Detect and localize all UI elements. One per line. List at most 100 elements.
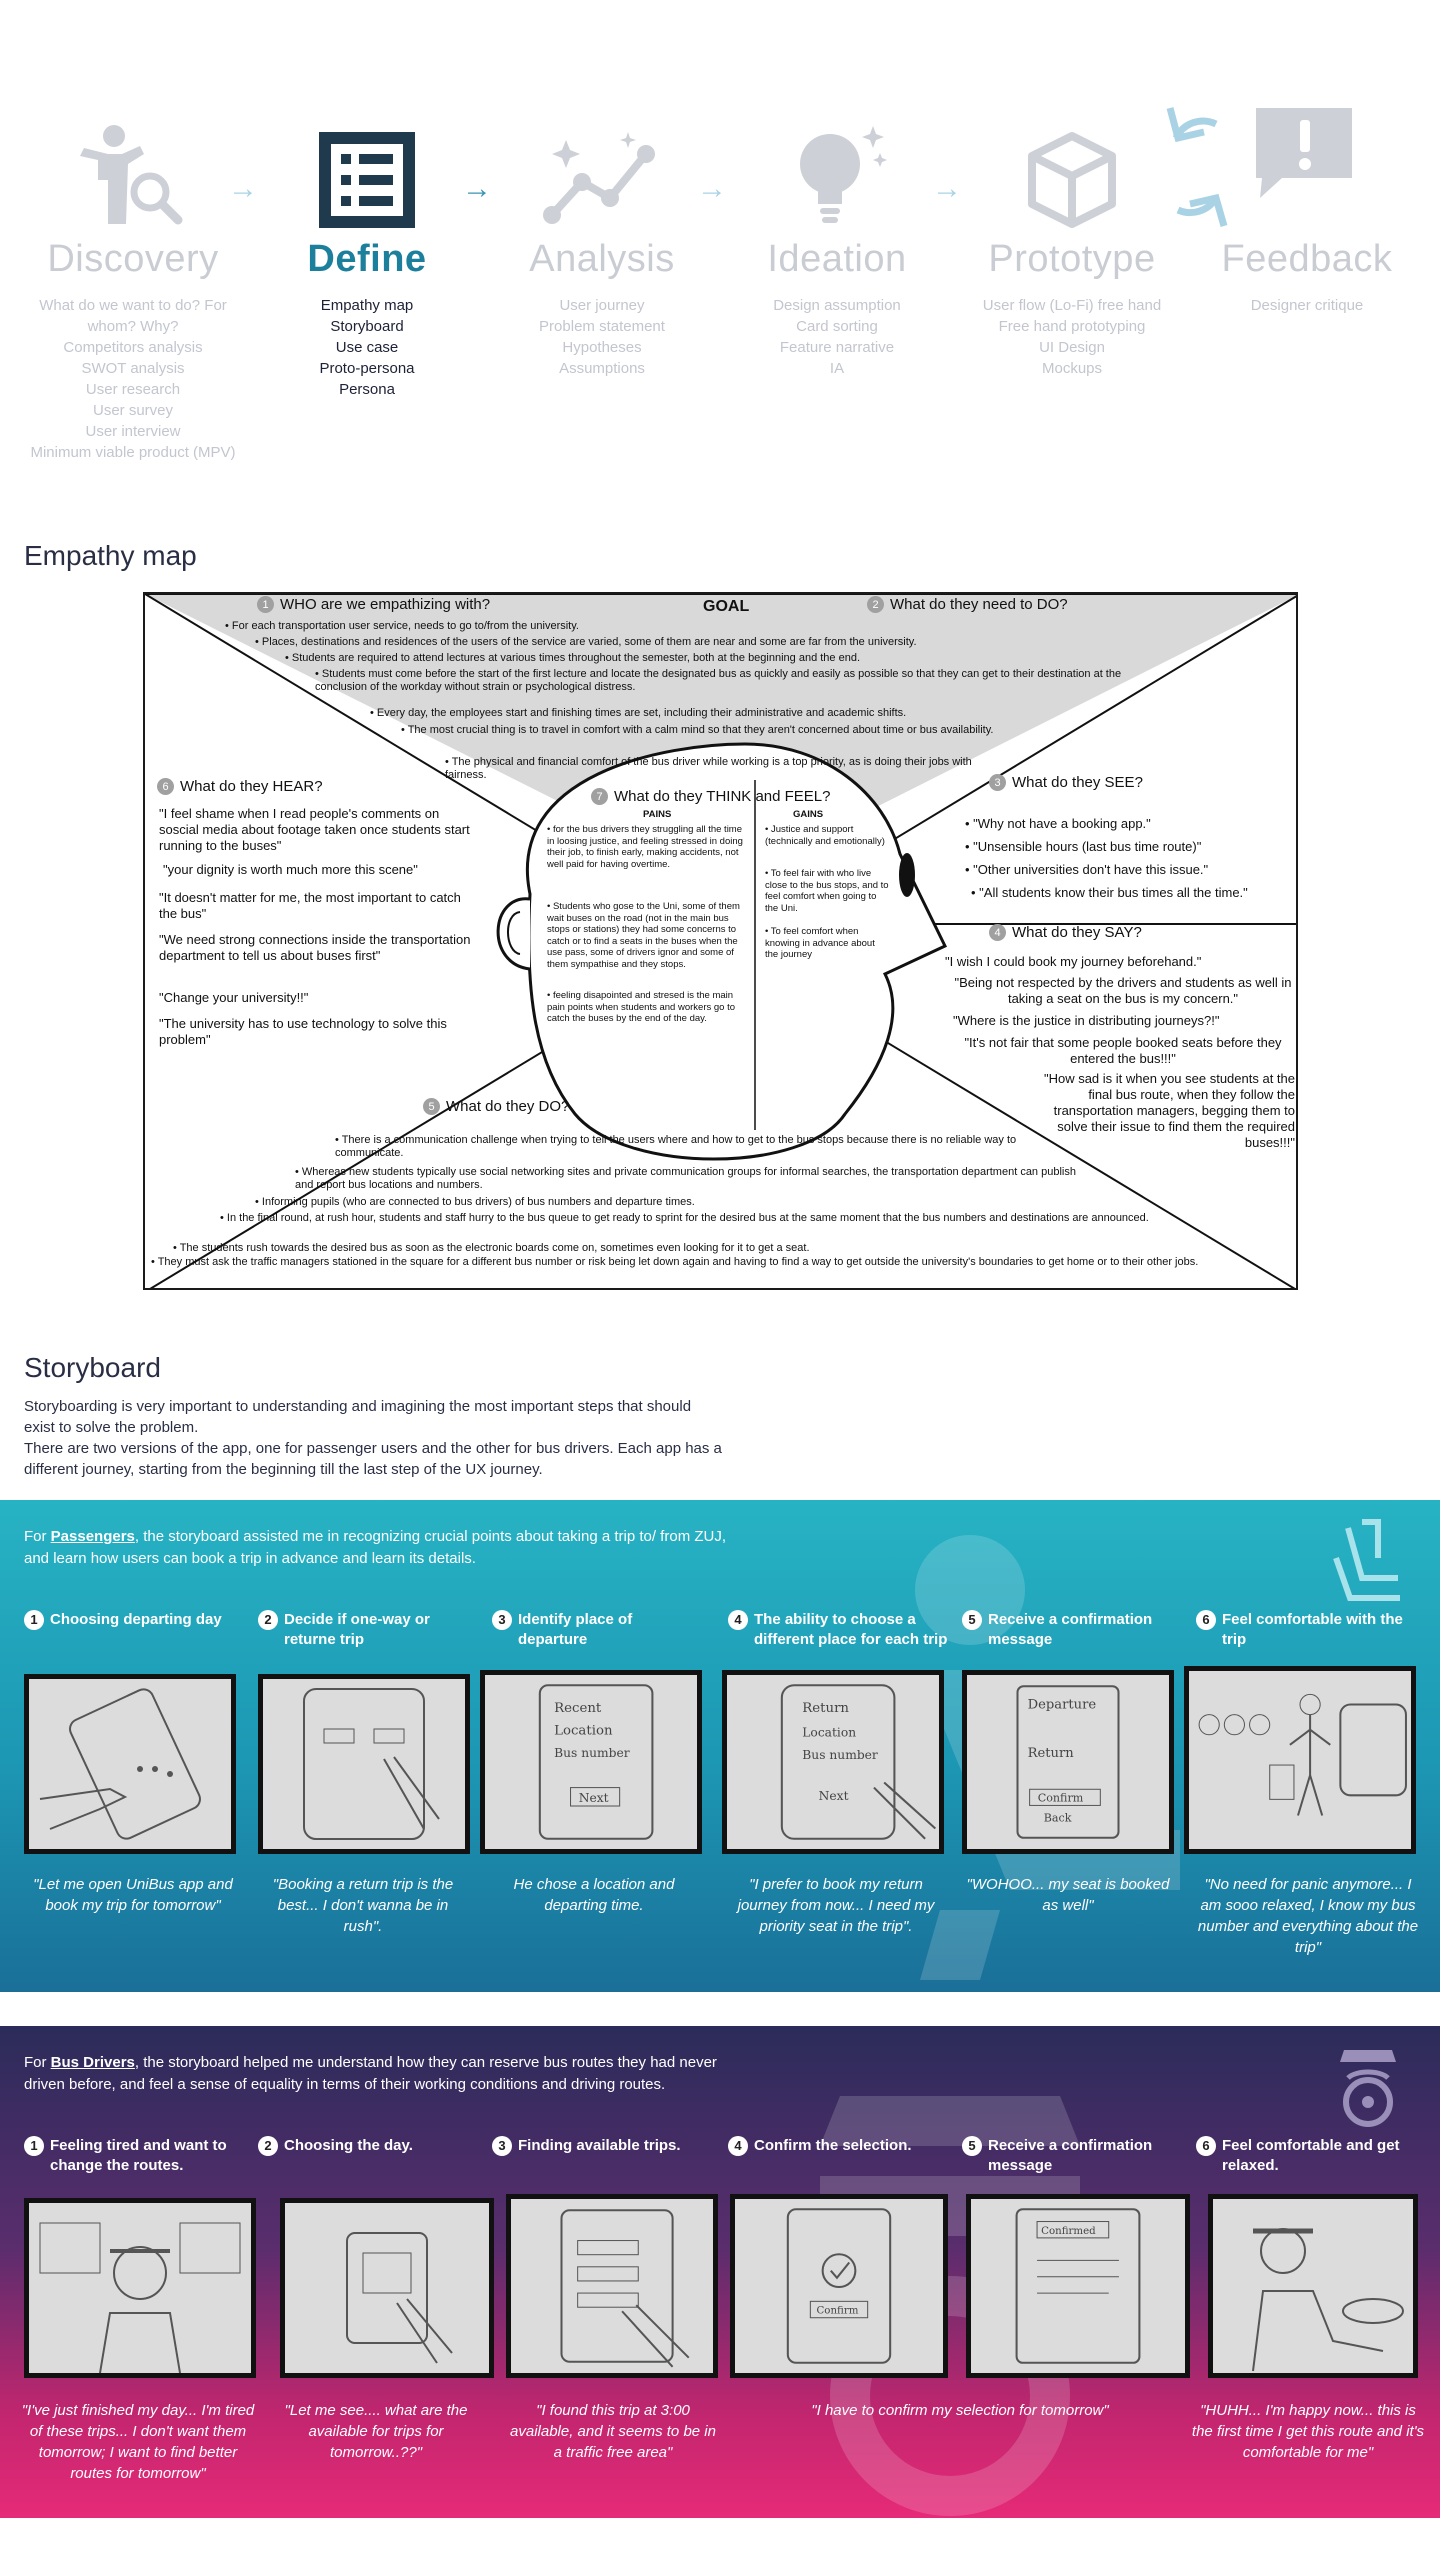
step-number: 4 [728,2136,748,2156]
passenger-seat-icon [1333,1519,1400,1601]
sketch-tablet-hand [39,1688,201,1840]
say-quote: "Being not respected by the drivers and … [954,975,1292,1006]
step-label: Choosing departing day [50,1611,222,1628]
arrow-icon: → [228,172,258,205]
step-number: 6 [1196,2136,1216,2156]
arrow-icon: → [697,172,727,205]
think-heading: 7 What do they THINK and FEEL? [591,788,831,805]
intro-rest: , the storyboard assisted me in recogniz… [24,1528,727,1567]
sketch-tired-driver [39,2222,241,2374]
svg-text:Location: Location [554,1723,613,1738]
svg-text:Next: Next [819,1789,849,1803]
number-badge: 3 [989,774,1006,791]
hear-quote: "I feel shame when I read people's comme… [159,806,470,853]
do-bullet: • Informing pupils (who are connected to… [255,1196,695,1208]
step-number: 3 [492,2136,512,2156]
step-prototype: Prototype User flow (Lo-Fi) free hand Fr… [957,110,1187,379]
intro-paragraph: There are two versions of the app, one f… [24,1440,722,1478]
step-number: 3 [492,1610,512,1630]
step-item: User survey [92,402,174,419]
step-label: The ability to choose a different place … [754,1611,948,1648]
step-label: Receive a confirmation message [988,1611,1153,1648]
goal-bullet: • The most crucial thing is to travel in… [401,724,994,736]
pains-label: PAINS [643,809,672,820]
step-title: Ideation [767,238,907,280]
passengers-intro: For Passengers, the storyboard assisted … [24,1526,744,1570]
bus-drivers-link: Bus Drivers [50,2054,135,2071]
discovery-search-person-icon [18,110,248,230]
say-quote: "I wish I could book my journey beforeha… [945,954,1202,969]
step-label: Feel comfortable and get relaxed. [1222,2137,1400,2174]
step-item: Use case [335,339,399,356]
see-heading: 3 What do they SEE? [989,774,1143,791]
goal-bullet: • Places, destinations and residences of… [255,636,917,648]
sketch-happy-passenger [1198,1693,1407,1816]
intro-rest: , the storyboard helped me understand ho… [24,2054,717,2093]
design-process: Discovery What do we want to do? For who… [0,107,1440,490]
step-number: 6 [1196,1610,1216,1630]
ideation-bulb-icon [722,110,952,230]
step-item: What do we want to do? For whom? Why? [39,297,227,335]
step-discovery: Discovery What do we want to do? For who… [18,110,248,463]
sketch-relaxed-driver [1252,2228,1404,2372]
svg-text:Confirm: Confirm [1038,1791,1084,1804]
number-badge: 5 [423,1098,440,1115]
sketch-frame [24,1674,236,1854]
step-item: Free hand prototyping [998,318,1146,335]
heading-text: What do they THINK and FEEL? [614,788,831,805]
sketch-frame [1208,2194,1418,2378]
svg-text:Return: Return [802,1701,849,1716]
number-badge: 2 [867,596,884,613]
svg-text:Next: Next [579,1791,609,1805]
step-item: User flow (Lo-Fi) free hand [982,297,1162,314]
hear-heading: 6 What do they HEAR? [157,778,323,795]
step-item: Storyboard [330,318,404,335]
see-item: • "Other universities don't have this is… [965,862,1209,877]
step-item: Hypotheses [562,339,642,356]
passenger-quote: "Let me open UniBus app and book my trip… [33,1876,233,1914]
step-label: Receive a confirmation message [988,2137,1153,2174]
say-quote: "It's not fair that some people booked s… [964,1035,1282,1066]
hear-quote: "your dignity is worth much more this sc… [163,862,418,877]
heading-text: WHO are we empathizing with? [280,596,491,613]
heading-text: What do they need to DO? [890,596,1068,613]
hear-quote: "Change your university!!" [159,990,309,1005]
sketch-frame [24,2198,256,2378]
driver-quote: "Let me see.... what are the available f… [284,2402,468,2461]
sketch-frame [258,1674,470,1854]
feedback-refresh-chat-icon [1166,107,1422,230]
step-title: Discovery [47,238,219,280]
see-item: • "Unsensible hours (last bus time route… [965,839,1202,854]
step-item: IA [829,360,845,377]
do-bullet: • They must ask the traffic managers sta… [151,1256,1199,1268]
sketch-frame [1184,1666,1416,1854]
passenger-quote: "I prefer to book my return journey from… [737,1876,935,1935]
need-heading: 2 What do they need to DO? [867,596,1068,613]
do-bullet: • Whereas new students typically use soc… [295,1166,1076,1191]
goal-bullet: • Students must come before the start of… [315,668,1122,693]
pain-point: • feeling disapointed and stresed is the… [547,990,736,1024]
say-heading: 4 What do they SAY? [989,924,1142,941]
pain-point: • for the bus drivers they struggling al… [547,824,743,870]
arrow-icon: → [462,172,492,205]
arrow-icon: → [932,172,962,205]
step-title: Prototype [988,238,1156,280]
step-define: Define Empathy map Storyboard Use case P… [252,110,482,400]
svg-text:Confirm: Confirm [816,2306,858,2317]
step-number: 2 [258,1610,278,1630]
goal-bullet: • Every day, the employees start and fin… [370,707,907,719]
number-badge: 1 [257,596,274,613]
hear-quote: "We need strong connections inside the t… [159,932,471,963]
step-label: Finding available trips. [518,2137,681,2154]
driver-step-3: 3 Finding available trips. [492,2136,712,2156]
do-bullet: • In the final round, at rush hour, stud… [220,1212,1149,1224]
step-feedback: Feedback Designer critique [1166,107,1422,316]
